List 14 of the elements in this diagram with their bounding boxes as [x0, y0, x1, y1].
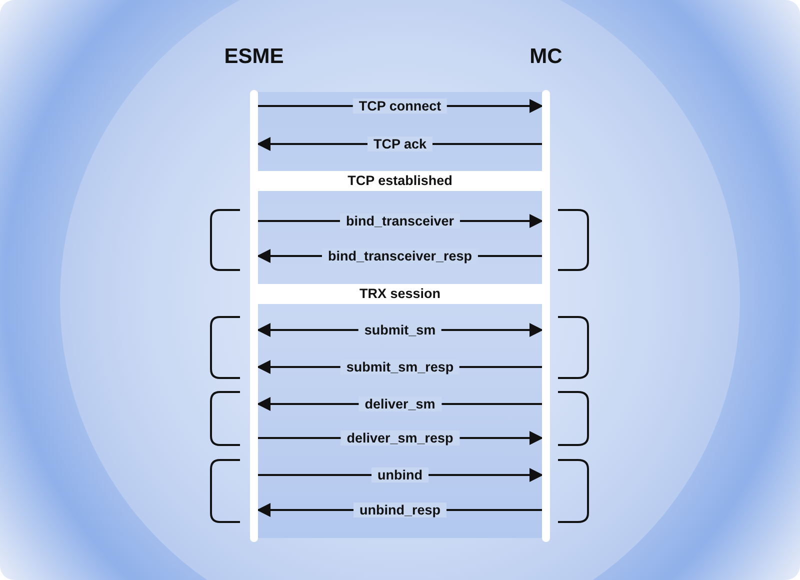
- message-label: bind_transceiver_resp: [322, 248, 478, 264]
- message-label: TCP connect: [352, 98, 448, 114]
- phase-label: TCP established: [258, 171, 542, 191]
- phase-label: TRX session: [258, 284, 542, 304]
- participant-title: MC: [528, 45, 564, 69]
- message-label: unbind: [372, 468, 428, 482]
- message-label: deliver_sm: [358, 396, 442, 412]
- message-label: deliver_sm_resp: [340, 430, 460, 446]
- message-label: TCP ack: [367, 136, 433, 152]
- message-label: submit_sm_resp: [340, 360, 460, 374]
- message-label: unbind_resp: [354, 502, 446, 518]
- participant-title: ESME: [223, 45, 285, 69]
- message-label: submit_sm: [358, 322, 442, 338]
- message-label: bind_transceiver: [340, 214, 460, 228]
